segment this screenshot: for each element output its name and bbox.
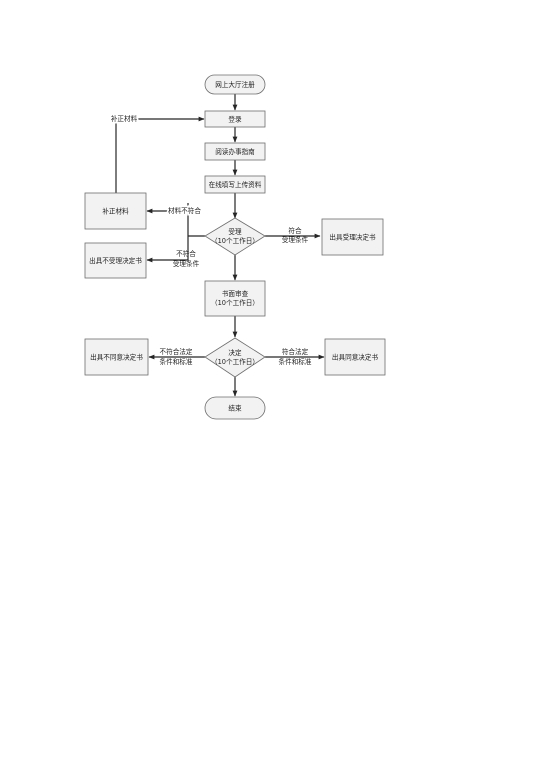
approve-decision-box bbox=[324, 338, 386, 376]
accept-duration: （10个工作日） bbox=[211, 236, 259, 245]
login-label: 登录 bbox=[228, 115, 242, 124]
review-box bbox=[204, 280, 266, 317]
edge-label-supplement: 补正材料 bbox=[111, 114, 138, 123]
node-login: 登录 bbox=[204, 110, 266, 128]
end-label: 结束 bbox=[228, 404, 242, 413]
accept-label: 受理 bbox=[228, 227, 242, 236]
edge-labels: 补正材料 材料不符合 符合 受理条件 不符合 受理条件 不符合法定 条件和标准 … bbox=[109, 113, 312, 367]
node-supplement: 补正材料 bbox=[84, 192, 147, 230]
node-accept-decision: 出具受理决定书 bbox=[321, 218, 384, 256]
reject-decision-label: 出具不受理决定书 bbox=[89, 256, 142, 265]
edge-label-incomplete: 材料不符合 bbox=[168, 206, 201, 215]
edge-label-decide-yes-1: 符合法定 bbox=[282, 347, 309, 356]
supplement-label: 补正材料 bbox=[102, 207, 129, 216]
edge-label-decide-no-1: 不符合法定 bbox=[160, 347, 193, 356]
start-terminal-shape bbox=[204, 74, 266, 95]
node-upload: 在线填写上传资料 bbox=[204, 175, 266, 194]
decide-diamond bbox=[204, 337, 266, 378]
node-review: 书面审查 （10个工作日） bbox=[204, 280, 266, 317]
edge-label-decide-yes-2: 条件和标准 bbox=[279, 357, 312, 366]
node-guide: 阅读办事指南 bbox=[204, 142, 266, 161]
node-accept: 受理 （10个工作日） bbox=[204, 217, 266, 256]
reject-decision-box bbox=[84, 242, 147, 279]
node-deny-decision: 出具不同意决定书 bbox=[84, 338, 149, 376]
start-label: 网上大厅注册 bbox=[215, 80, 255, 89]
decide-label: 决定 bbox=[228, 348, 242, 357]
edge-label-decide-no-2: 条件和标准 bbox=[160, 357, 193, 366]
upload-box bbox=[204, 175, 266, 194]
review-label: 书面审查 bbox=[222, 289, 249, 298]
node-reject-decision: 出具不受理决定书 bbox=[84, 242, 147, 279]
connectors bbox=[115, 94, 325, 397]
supplement-box bbox=[84, 192, 147, 230]
edge-label-not-meets-1: 不符合 bbox=[176, 249, 196, 258]
accept-decision-label: 出具受理决定书 bbox=[329, 233, 376, 242]
edge-label-not-meets-2: 受理条件 bbox=[173, 259, 200, 268]
node-approve-decision: 出具同意决定书 bbox=[324, 338, 386, 376]
accept-decision-box bbox=[321, 218, 384, 256]
node-start: 网上大厅注册 bbox=[204, 74, 266, 95]
deny-decision-label: 出具不同意决定书 bbox=[90, 353, 143, 362]
decide-duration: （10个工作日） bbox=[211, 357, 259, 366]
login-box bbox=[204, 110, 266, 128]
guide-box bbox=[204, 142, 266, 161]
node-end: 结束 bbox=[204, 396, 266, 420]
accept-diamond bbox=[204, 217, 266, 256]
approve-decision-label: 出具同意决定书 bbox=[332, 353, 379, 362]
deny-decision-box bbox=[84, 338, 149, 376]
node-decide: 决定 （10个工作日） bbox=[204, 337, 266, 378]
edge-label-meets-1: 符合 bbox=[288, 226, 302, 235]
end-terminal-shape bbox=[204, 396, 266, 420]
upload-label: 在线填写上传资料 bbox=[209, 180, 262, 189]
review-duration: （10个工作日） bbox=[211, 298, 259, 307]
edge-label-meets-2: 受理条件 bbox=[282, 235, 309, 244]
guide-label: 阅读办事指南 bbox=[215, 147, 255, 156]
